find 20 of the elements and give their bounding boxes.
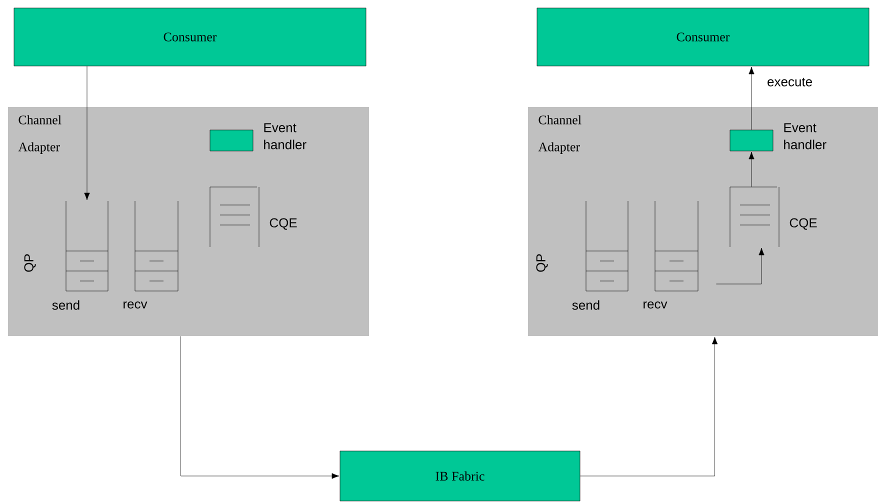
process-box: Consumer [14,8,366,66]
arrow [748,152,754,187]
queue-pair-label: QP [24,254,36,272]
queue-label: send [52,300,80,310]
arrow [84,66,90,200]
queue-label: recv [124,301,148,309]
arrow [580,336,718,476]
handler-label: Event handler [264,123,306,150]
handler-label: Event handler [784,123,826,150]
arrow [716,248,764,284]
queue-label: recv [644,301,668,309]
queue-label: CQE [270,218,297,230]
queue-label: CQE [790,218,817,230]
process-box: IB Fabric [340,450,580,502]
edge-label: execute [768,78,812,86]
arrow [180,336,340,479]
process-box: Consumer [536,8,870,66]
arrow [748,66,754,130]
queue-label: send [572,300,600,310]
queue-pair-label: QP [536,254,548,272]
